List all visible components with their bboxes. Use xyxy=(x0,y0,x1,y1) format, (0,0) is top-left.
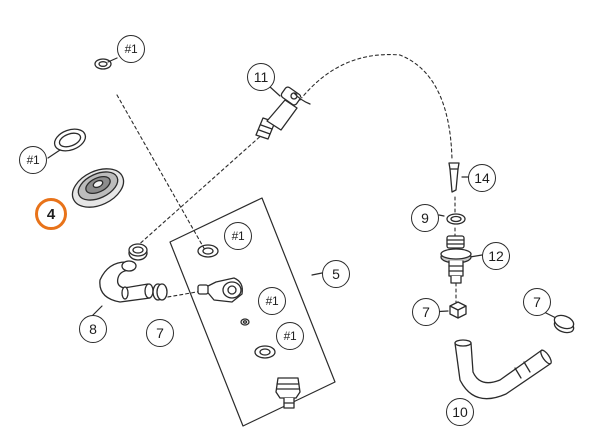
callout-item-7-right: 7 xyxy=(523,288,551,316)
callout-ref-box-a: #1 xyxy=(224,222,252,250)
callout-ref-box-c: #1 xyxy=(276,322,304,350)
oring-9 xyxy=(446,213,466,225)
seal-ring-top xyxy=(94,58,112,70)
callout-item-10: 10 xyxy=(446,398,474,426)
callout-item-14: 14 xyxy=(468,164,496,192)
elbow-hose-8 xyxy=(99,260,154,303)
connector-valve xyxy=(255,86,311,140)
callout-item-7-middle: 7 xyxy=(412,298,440,326)
callout-item-7-left: 7 xyxy=(146,319,174,347)
callout-item-11: 11 xyxy=(247,63,275,91)
diaphragm-cap xyxy=(71,168,125,208)
hose-clamp-right xyxy=(553,314,575,334)
callout-ref-left: #1 xyxy=(19,146,47,174)
callout-item-12: 12 xyxy=(482,242,510,270)
oring-left xyxy=(53,128,87,152)
callout-item-8: 8 xyxy=(79,315,107,343)
valve-body xyxy=(197,277,243,303)
callout-ref-box-b: #1 xyxy=(258,287,286,315)
pin-14 xyxy=(448,162,460,193)
bent-hose-10 xyxy=(454,339,552,400)
fitting-12 xyxy=(440,235,472,284)
hose-clamp-left xyxy=(152,283,168,301)
assembly-box-5 xyxy=(169,197,336,427)
box-oring-lower xyxy=(254,345,276,359)
box-seal-top xyxy=(197,244,219,258)
callout-ref-top: #1 xyxy=(117,35,145,63)
callout-item-4-highlighted: 4 xyxy=(35,198,67,230)
ring-fitting xyxy=(128,243,148,261)
box-nozzle xyxy=(275,377,301,409)
callout-item-5: 5 xyxy=(322,260,350,288)
callout-item-9: 9 xyxy=(411,204,439,232)
clip-7-middle xyxy=(449,301,467,319)
box-small-ring xyxy=(240,318,250,326)
